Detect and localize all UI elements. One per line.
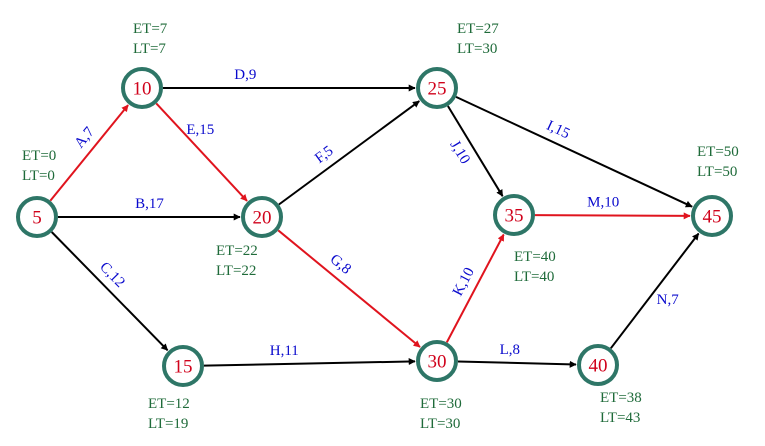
edge-label-c: C,12 (96, 259, 128, 291)
node-30-lt: LT=30 (420, 416, 460, 432)
node-label: 10 (133, 79, 152, 100)
node-35-lt: LT=40 (514, 269, 554, 285)
node-label: 35 (505, 206, 524, 227)
edges-layer (49, 84, 700, 368)
edge-f-arrow (278, 100, 420, 206)
node-40: 40 (577, 344, 619, 386)
node-20: 20 (241, 196, 283, 238)
node-35: 35 (493, 194, 535, 236)
node-5-lt: LT=0 (22, 168, 55, 184)
node-circle (691, 195, 733, 237)
node-25-lt: LT=30 (457, 41, 497, 57)
node-circle (241, 196, 283, 238)
edge-h-arrow (203, 358, 416, 367)
node-35-et: ET=40 (514, 249, 556, 265)
node-30: 30 (416, 340, 458, 382)
edge-label-e: E,15 (186, 122, 214, 138)
edge-c-arrow (50, 231, 169, 351)
node-circle (493, 194, 535, 236)
node-label: 45 (703, 207, 722, 228)
node-5: 5 (16, 196, 58, 238)
node-25-et: ET=27 (457, 21, 499, 37)
node-circle (416, 67, 458, 109)
node-15-et: ET=12 (148, 396, 190, 412)
node-label: 30 (428, 352, 447, 373)
node-circle (121, 67, 163, 109)
edge-label-m: M,10 (587, 195, 619, 211)
node-10: 10 (121, 67, 163, 109)
node-circle (16, 196, 58, 238)
node-20-lt: LT=22 (216, 263, 256, 279)
node-45-et: ET=50 (697, 144, 739, 160)
edge-g-arrow (277, 229, 421, 348)
node-label: 25 (428, 79, 447, 100)
edge-n-arrow (610, 232, 700, 349)
node-20-et: ET=22 (216, 243, 258, 259)
node-circle (416, 340, 458, 382)
node-10-et: ET=7 (133, 21, 168, 37)
node-45: 45 (691, 195, 733, 237)
node-15: 15 (162, 345, 204, 387)
node-label: 5 (32, 208, 42, 229)
edge-label-n: N,7 (657, 292, 680, 308)
edge-label-f: F,5 (312, 143, 336, 167)
edge-label-d: D,9 (234, 67, 256, 83)
node-40-lt: LT=43 (600, 410, 640, 426)
node-circle (162, 345, 204, 387)
edge-l-arrow (457, 360, 577, 368)
node-circle (577, 344, 619, 386)
edge-j-arrow (447, 105, 504, 197)
edge-label-l: L,8 (500, 342, 520, 358)
node-5-et: ET=0 (22, 148, 56, 164)
edge-label-k: K,10 (450, 265, 478, 299)
edge-label-b: B,17 (135, 196, 164, 212)
node-25: 25 (416, 67, 458, 109)
node-label: 40 (589, 356, 608, 377)
node-45-lt: LT=50 (697, 164, 737, 180)
node-40-et: ET=38 (600, 390, 642, 406)
edge-m-arrow (534, 212, 691, 220)
node-30-et: ET=30 (420, 396, 462, 412)
edge-a-arrow (49, 104, 129, 202)
node-label: 20 (253, 208, 272, 229)
node-label: 15 (174, 357, 193, 378)
node-15-lt: LT=19 (148, 416, 188, 432)
node-10-lt: LT=7 (133, 41, 166, 57)
nodes-layer: 5 10 20 15 25 30 35 40 45 (16, 67, 733, 387)
edge-label-h: H,11 (270, 343, 299, 359)
edge-k-arrow (445, 233, 505, 343)
edge-e-arrow (155, 102, 248, 202)
edge-i-arrow (455, 95, 693, 208)
edge-label-i: I,15 (544, 118, 572, 143)
